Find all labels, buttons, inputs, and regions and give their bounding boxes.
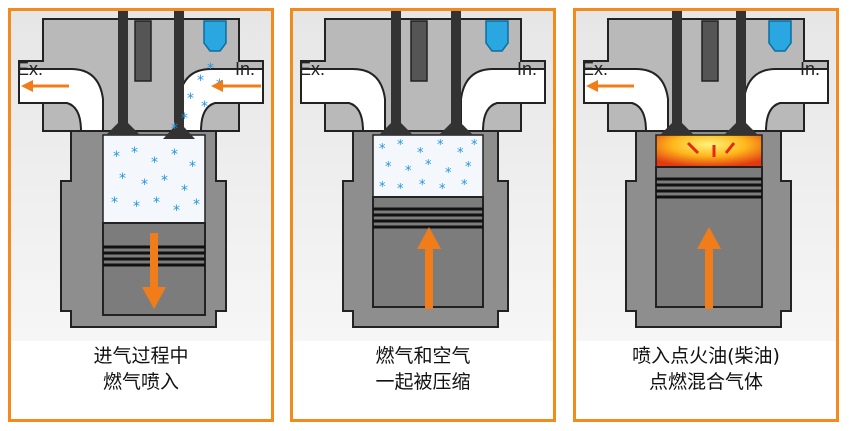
- caption: 燃气和空气 一起被压缩: [293, 343, 553, 395]
- svg-text:*: *: [131, 145, 138, 161]
- svg-text:*: *: [457, 146, 464, 161]
- piston-rings: [656, 177, 762, 199]
- caption: 进气过程中 燃气喷入: [11, 343, 271, 395]
- caption-line-2: 一起被压缩: [375, 371, 471, 393]
- svg-text:*: *: [445, 166, 452, 181]
- exhaust-valve-head: [379, 123, 413, 135]
- exhaust-valve-stem: [391, 11, 401, 129]
- svg-text:*: *: [119, 171, 126, 187]
- flame-streaks: [686, 141, 736, 157]
- piston-up-arrow: [697, 227, 721, 309]
- engine-diagram-intake: ***** ** ***** **** ***** Ex. In.: [11, 11, 271, 341]
- svg-text:*: *: [425, 158, 432, 173]
- svg-text:*: *: [397, 138, 404, 153]
- svg-text:*: *: [111, 195, 118, 211]
- svg-text:*: *: [437, 138, 444, 153]
- svg-text:*: *: [151, 155, 158, 171]
- caption: 喷入点火油(柴油) 点燃混合气体: [576, 343, 836, 395]
- engine-diagram-ignition: Ex. In.: [576, 11, 836, 341]
- exhaust-label: Ex.: [17, 59, 43, 79]
- exhaust-arrow: [21, 80, 69, 92]
- intake-valve-stem: [174, 11, 184, 131]
- svg-text:*: *: [379, 142, 386, 157]
- intake-label: In.: [800, 59, 820, 79]
- svg-text:*: *: [161, 173, 168, 189]
- svg-text:*: *: [197, 73, 204, 89]
- panel-ignition: Ex. In. 喷入点火油(柴油) 点燃混合气体: [573, 8, 839, 422]
- exhaust-valve-head: [106, 123, 140, 135]
- svg-text:*: *: [379, 180, 386, 195]
- panel-intake: ***** ** ***** **** ***** Ex. In. 进气过程中 …: [8, 8, 274, 422]
- svg-text:*: *: [181, 183, 188, 199]
- svg-text:*: *: [193, 197, 200, 213]
- caption-line-1: 喷入点火油(柴油): [632, 345, 780, 367]
- svg-text:*: *: [173, 203, 180, 219]
- svg-text:*: *: [465, 160, 472, 175]
- exhaust-valve-stem: [118, 11, 128, 131]
- piston-up-arrow: [417, 227, 441, 309]
- spark-plug: [134, 20, 152, 82]
- exhaust-label: Ex.: [582, 59, 608, 79]
- caption-line-2: 燃气喷入: [102, 371, 179, 393]
- svg-text:*: *: [171, 121, 178, 137]
- caption-line-1: 进气过程中: [93, 345, 189, 367]
- exhaust-arrow: [586, 80, 634, 92]
- combustion-flame: [655, 134, 763, 168]
- intake-valve-head: [724, 123, 758, 135]
- piston-down-arrow: [142, 233, 166, 309]
- panel-compression: ****** ***** ***** Ex. In. 燃气和空气 一起被压缩: [290, 8, 556, 422]
- intake-arrow: [211, 80, 261, 92]
- svg-text:*: *: [187, 91, 194, 107]
- intake-valve-stem: [451, 11, 461, 129]
- caption-line-2: 点燃混合气体: [648, 371, 763, 393]
- exhaust-valve-head: [660, 123, 694, 135]
- svg-text:*: *: [153, 195, 160, 211]
- svg-text:*: *: [141, 177, 148, 193]
- svg-text:*: *: [405, 164, 412, 179]
- svg-text:*: *: [397, 182, 404, 197]
- intake-label: In.: [517, 59, 537, 79]
- exhaust-valve-stem: [672, 11, 682, 129]
- intake-label: In.: [235, 59, 255, 79]
- svg-text:*: *: [439, 182, 446, 197]
- gas-particles: ****** ***** *****: [379, 138, 478, 197]
- spark-plug: [410, 20, 428, 82]
- exhaust-label: Ex.: [299, 59, 325, 79]
- piston-rings: [373, 207, 483, 229]
- combustion-chamber: [102, 134, 206, 224]
- spark-plug: [701, 20, 719, 82]
- intake-valve-stem: [736, 11, 746, 129]
- svg-text:*: *: [207, 61, 214, 77]
- svg-text:*: *: [417, 146, 424, 161]
- svg-text:*: *: [113, 149, 120, 165]
- gas-injector: [768, 20, 792, 52]
- svg-text:*: *: [471, 138, 478, 153]
- intake-valve-head: [163, 127, 195, 139]
- engine-diagram-compression: ****** ***** ***** Ex. In.: [293, 11, 553, 341]
- svg-text:*: *: [419, 178, 426, 193]
- intake-valve-head: [439, 123, 473, 135]
- svg-text:*: *: [201, 99, 208, 115]
- svg-text:*: *: [461, 178, 468, 193]
- gas-injector: [485, 20, 509, 52]
- svg-text:*: *: [171, 147, 178, 163]
- svg-text:*: *: [385, 160, 392, 175]
- caption-line-1: 燃气和空气: [375, 345, 471, 367]
- svg-text:*: *: [189, 159, 196, 175]
- svg-text:*: *: [181, 111, 188, 127]
- svg-text:*: *: [133, 199, 140, 215]
- gas-injector: [203, 20, 227, 52]
